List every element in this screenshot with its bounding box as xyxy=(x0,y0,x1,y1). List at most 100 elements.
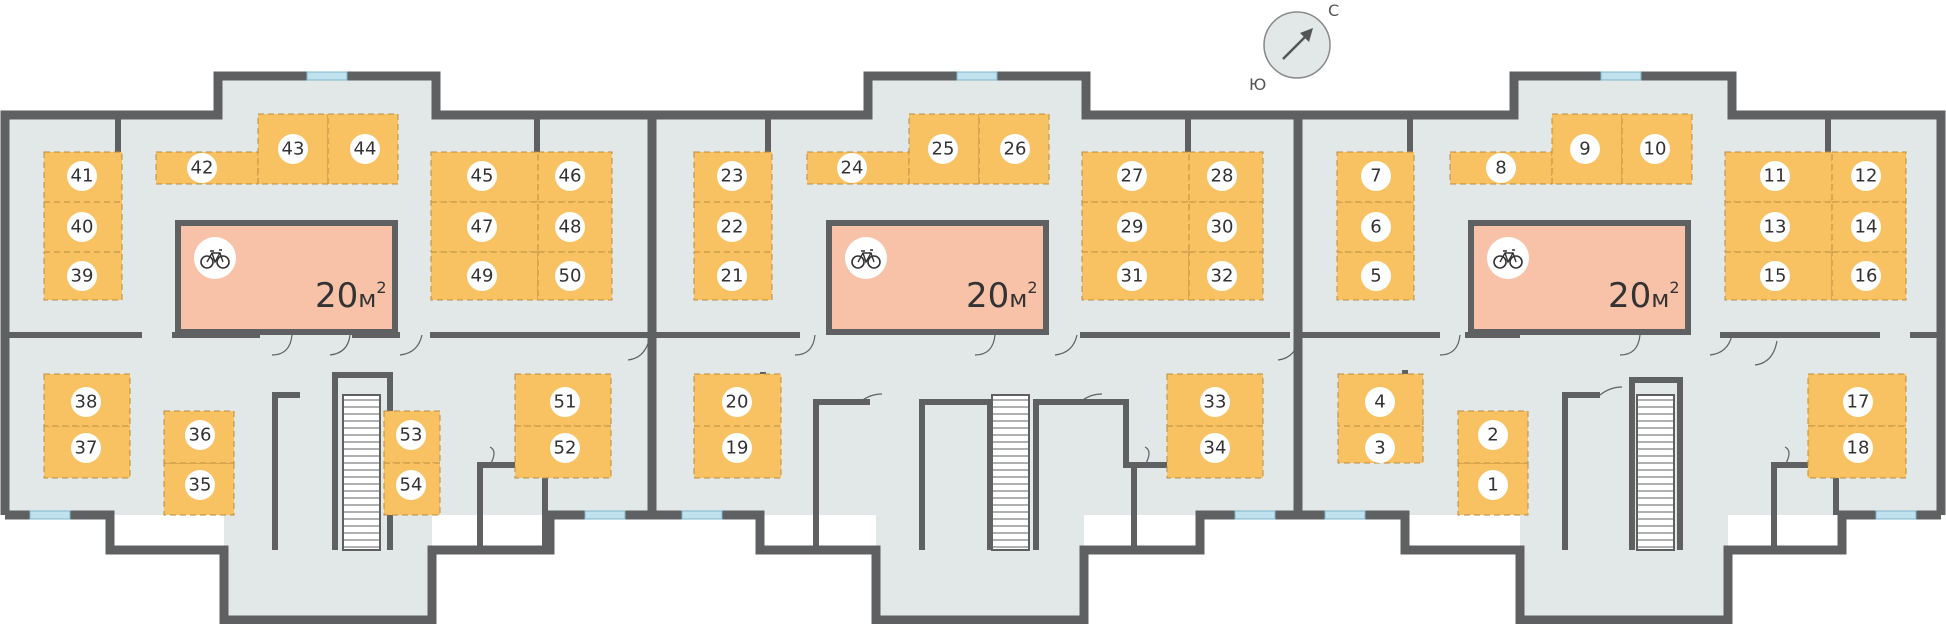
unit-number: 33 xyxy=(1204,392,1227,413)
unit[interactable]: 29 xyxy=(1081,201,1190,253)
unit[interactable]: 38 xyxy=(43,373,131,427)
unit[interactable]: 37 xyxy=(43,425,131,479)
unit-number: 43 xyxy=(282,139,305,160)
unit-badge xyxy=(717,212,747,242)
unit[interactable]: 7 xyxy=(1336,151,1415,203)
unit-number: 44 xyxy=(354,139,377,160)
unit[interactable]: 8 xyxy=(1449,151,1553,185)
unit-number: 3 xyxy=(1374,438,1385,459)
bicycle-icon xyxy=(194,237,236,279)
unit[interactable]: 6 xyxy=(1336,201,1415,253)
unit[interactable]: 23 xyxy=(693,151,773,203)
unit[interactable]: 53 xyxy=(383,410,441,464)
unit-number: 16 xyxy=(1855,266,1878,287)
unit[interactable]: 36 xyxy=(163,410,235,464)
unit[interactable]: 39 xyxy=(43,251,123,301)
unit-badge xyxy=(1000,134,1030,164)
unit-badge xyxy=(717,161,747,191)
doors xyxy=(271,334,1790,466)
unit[interactable]: 34 xyxy=(1166,425,1264,479)
unit-number: 1 xyxy=(1487,475,1498,496)
unit[interactable]: 49 xyxy=(430,251,539,301)
unit-badge xyxy=(185,420,215,450)
unit[interactable]: 4 xyxy=(1337,373,1424,427)
unit[interactable]: 35 xyxy=(163,462,235,516)
unit[interactable]: 43 xyxy=(257,113,329,185)
unit-number: 22 xyxy=(721,217,744,238)
unit[interactable]: 10 xyxy=(1621,113,1693,185)
compass-arrow-icon xyxy=(1282,33,1309,60)
unit[interactable]: 9 xyxy=(1551,113,1623,185)
unit[interactable]: 54 xyxy=(383,462,441,516)
unit[interactable]: 44 xyxy=(327,113,399,185)
stair-steps xyxy=(343,399,1674,548)
unit[interactable]: 41 xyxy=(43,151,123,203)
unit-number: 49 xyxy=(471,266,494,287)
unit-number: 32 xyxy=(1211,266,1234,287)
unit[interactable]: 20 xyxy=(693,373,782,427)
unit[interactable]: 16 xyxy=(1831,251,1907,301)
unit[interactable]: 28 xyxy=(1188,151,1264,203)
unit-badge xyxy=(837,153,867,183)
unit-number: 13 xyxy=(1764,217,1787,238)
unit[interactable]: 50 xyxy=(537,251,613,301)
unit[interactable]: 2 xyxy=(1457,410,1529,464)
unit-badge xyxy=(928,134,958,164)
unit[interactable]: 32 xyxy=(1188,251,1264,301)
unit[interactable]: 26 xyxy=(978,113,1050,185)
unit-number: 48 xyxy=(559,217,582,238)
unit[interactable]: 19 xyxy=(693,425,782,479)
unit[interactable]: 33 xyxy=(1166,373,1264,427)
unit-badge xyxy=(1486,153,1516,183)
unit-number: 9 xyxy=(1579,139,1590,160)
north-label: С xyxy=(1328,1,1339,20)
unit[interactable]: 15 xyxy=(1724,251,1833,301)
unit-number: 7 xyxy=(1370,166,1381,187)
unit[interactable]: 47 xyxy=(430,201,539,253)
unit-badge xyxy=(722,433,752,463)
unit-badge xyxy=(1760,161,1790,191)
unit-badge xyxy=(67,261,97,291)
unit[interactable]: 46 xyxy=(537,151,613,203)
unit-number: 40 xyxy=(71,217,94,238)
compass: С Ю xyxy=(1249,1,1339,94)
unit[interactable]: 27 xyxy=(1081,151,1190,203)
unit-number: 19 xyxy=(726,438,749,459)
unit-badge xyxy=(1361,212,1391,242)
unit[interactable]: 52 xyxy=(514,425,612,479)
unit[interactable]: 42 xyxy=(155,151,259,185)
unit-number: 12 xyxy=(1855,166,1878,187)
unit[interactable]: 14 xyxy=(1831,201,1907,253)
unit[interactable]: 31 xyxy=(1081,251,1190,301)
unit[interactable]: 21 xyxy=(693,251,773,301)
unit[interactable]: 1 xyxy=(1457,462,1529,516)
unit[interactable]: 24 xyxy=(806,151,910,185)
unit[interactable]: 17 xyxy=(1807,373,1907,427)
unit[interactable]: 30 xyxy=(1188,201,1264,253)
unit[interactable]: 25 xyxy=(908,113,980,185)
unit-number: 42 xyxy=(191,158,214,179)
unit[interactable]: 48 xyxy=(537,201,613,253)
unit-number: 41 xyxy=(71,166,94,187)
unit[interactable]: 12 xyxy=(1831,151,1907,203)
unit-badge xyxy=(278,134,308,164)
unit-badge xyxy=(1851,261,1881,291)
unit-number: 38 xyxy=(75,392,98,413)
unit[interactable]: 51 xyxy=(514,373,612,427)
unit-badge xyxy=(1365,433,1395,463)
unit-number: 47 xyxy=(471,217,494,238)
unit-number: 18 xyxy=(1847,438,1870,459)
unit[interactable]: 45 xyxy=(430,151,539,203)
unit-badge xyxy=(1207,212,1237,242)
unit[interactable]: 40 xyxy=(43,201,123,253)
unit-badge xyxy=(1365,387,1395,417)
unit[interactable]: 22 xyxy=(693,201,773,253)
unit-badge xyxy=(187,153,217,183)
unit[interactable]: 18 xyxy=(1807,425,1907,479)
unit-number: 51 xyxy=(554,392,577,413)
unit[interactable]: 11 xyxy=(1724,151,1833,203)
unit-badge xyxy=(1570,134,1600,164)
bike-room-area: 20м2 xyxy=(315,276,387,316)
unit[interactable]: 5 xyxy=(1336,251,1415,301)
unit[interactable]: 13 xyxy=(1724,201,1833,253)
